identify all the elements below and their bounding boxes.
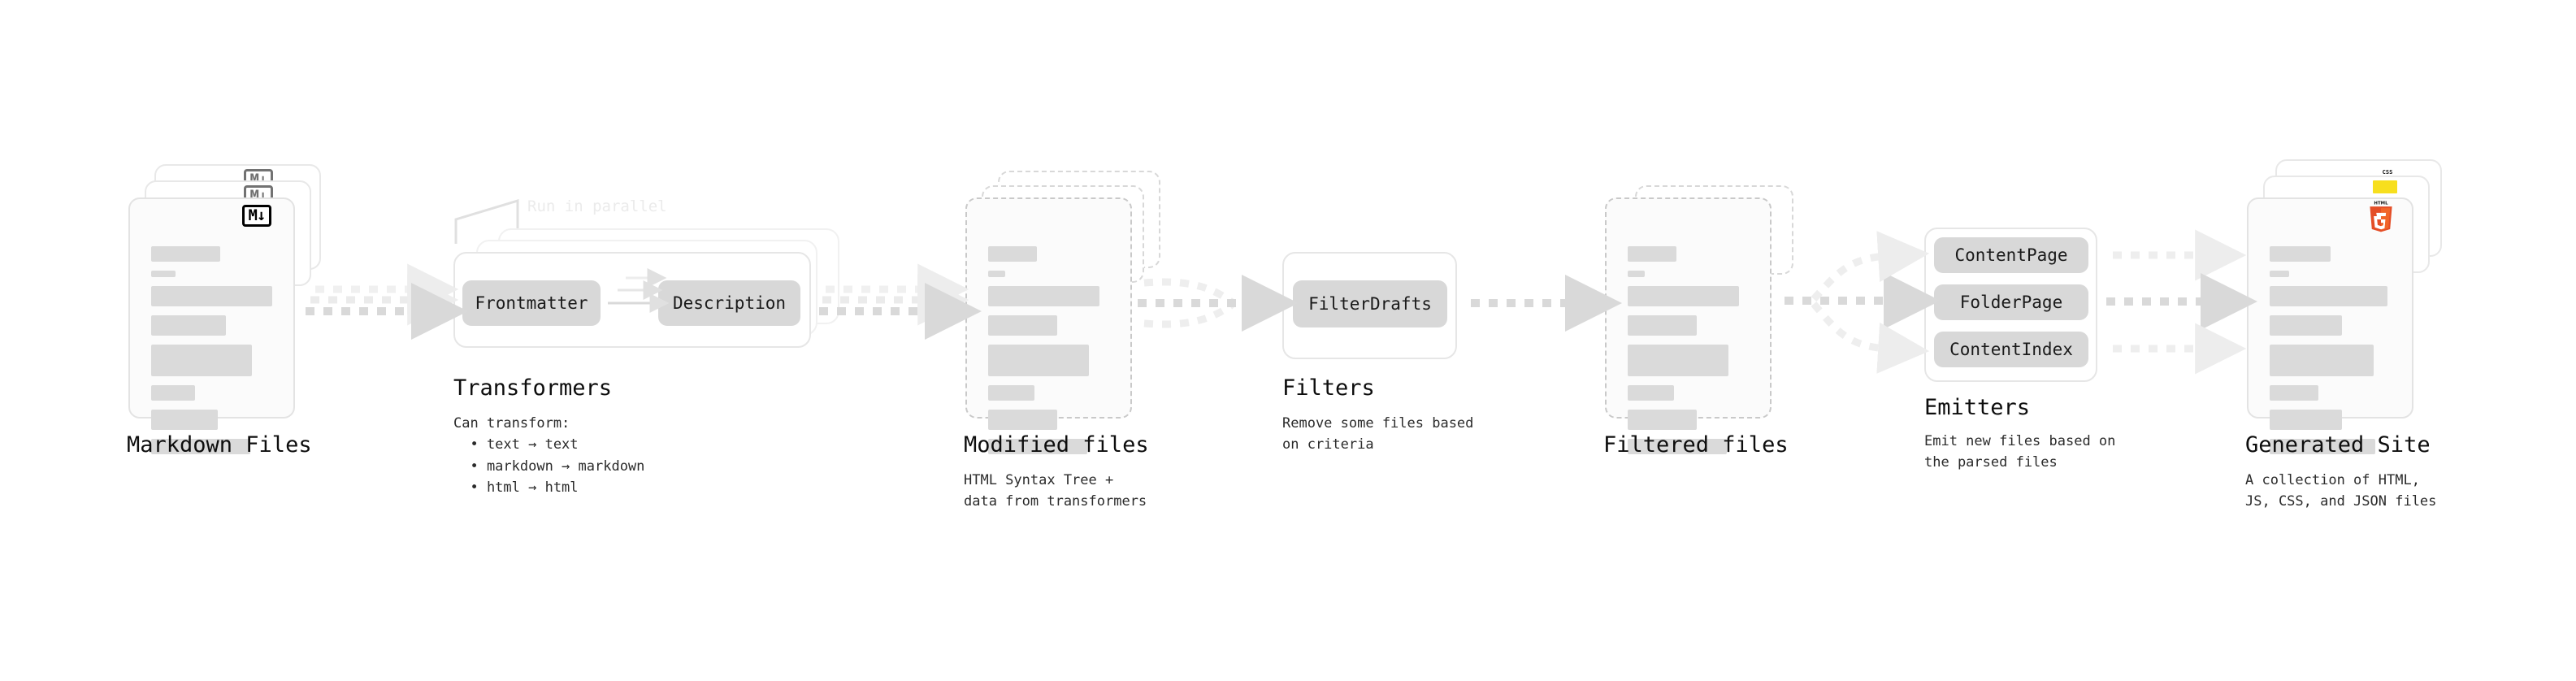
stage-title-generated-site: Generated Site [2245, 432, 2431, 458]
filtered-card-lines [1628, 246, 1749, 463]
stage-title-markdown-files: Markdown Files [127, 432, 312, 458]
arrow-emitters-to-generated [2106, 229, 2257, 375]
stage-caption-generated-site: A collection of HTML, JS, CSS, and JSON … [2245, 472, 2437, 510]
svg-text:HTML: HTML [2374, 201, 2388, 206]
stage-caption-modified-files: HTML Syntax Tree + data from transformer… [964, 472, 1147, 510]
emitters-chip-contentindex[interactable]: ContentIndex [1934, 332, 2088, 367]
stage-title-emitters: Emitters [1924, 395, 2031, 420]
filters-chip-filterdrafts[interactable]: FilterDrafts [1293, 280, 1447, 327]
emitters-chip-folderpage[interactable]: FolderPage [1934, 284, 2088, 320]
stage-caption-filters: Remove some files based on criteria [1282, 415, 1474, 453]
markdown-card-lines [151, 246, 272, 463]
modified-card-lines [988, 246, 1109, 463]
filtered-card-front [1605, 197, 1772, 454]
stage-caption-transformers: Can transform: • text → text • markdown … [453, 415, 645, 497]
transformer-chip-description[interactable]: Description [658, 280, 800, 326]
run-in-parallel-label: Run in parallel [527, 197, 667, 215]
markdown-card-front [128, 197, 295, 454]
markdown-badge-icon: M↓ [242, 205, 271, 227]
stage-title-filtered-files: Filtered files [1603, 432, 1789, 458]
js-icon [2373, 180, 2397, 193]
arrow-modified-to-filters [1138, 275, 1299, 332]
transformer-chip-frontmatter[interactable]: Frontmatter [462, 280, 601, 326]
arrow-markdown-to-transformers [306, 263, 468, 340]
emitters-chip-contentpage[interactable]: ContentPage [1934, 237, 2088, 273]
generated-card-front [2247, 197, 2413, 454]
stage-title-filters: Filters [1282, 375, 1375, 401]
stage-title-modified-files: Modified files [964, 432, 1149, 458]
generated-card-lines [2270, 246, 2391, 463]
stage-title-transformers: Transformers [453, 375, 613, 401]
stage-caption-emitters: Emit new files based on the parsed files [1924, 433, 2116, 471]
css-icon-label: CSS [2382, 169, 2393, 176]
modified-card-front [965, 197, 1132, 454]
html5-icon: HTML [2367, 200, 2395, 234]
arrow-filtered-to-emitters [1785, 231, 1941, 374]
